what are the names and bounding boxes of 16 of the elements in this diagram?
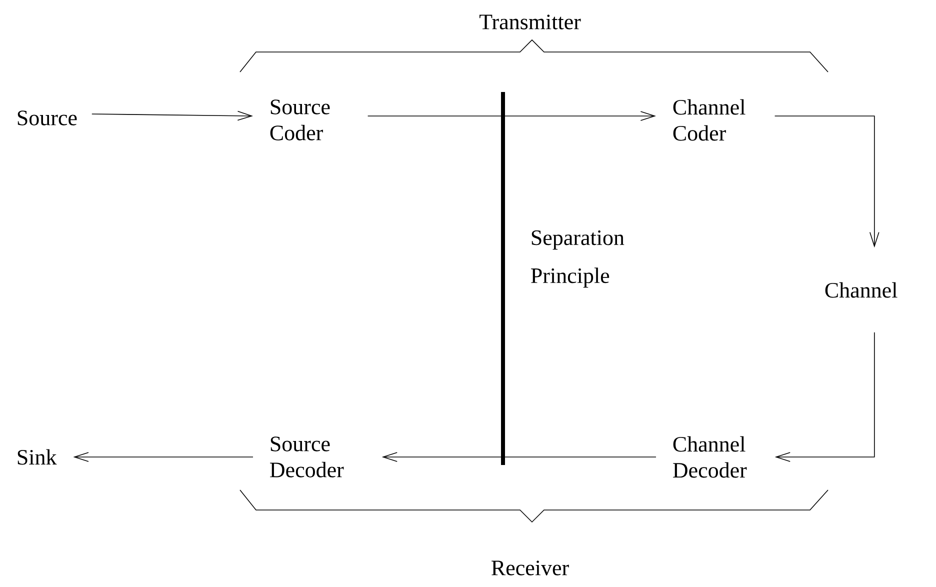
block-label: Source	[18, 110, 77, 126]
annotation: Separation Principle	[531, 230, 624, 288]
block-label: Channel	[825, 282, 898, 298]
block-label: Source Decoder	[270, 436, 344, 478]
block-label: Channel Decoder	[673, 436, 747, 478]
arrow	[774, 332, 875, 462]
arrow	[73, 452, 254, 462]
arrow	[382, 452, 656, 462]
block-label: Source Coder	[270, 100, 330, 140]
block-label: Channel Coder	[673, 99, 746, 141]
brace-label: Transmitter	[479, 14, 581, 30]
arrow	[92, 110, 254, 121]
brace-label: Receiver	[492, 560, 569, 576]
arrow	[367, 111, 656, 121]
arrow	[774, 116, 880, 248]
block-label: Sink	[18, 449, 57, 465]
